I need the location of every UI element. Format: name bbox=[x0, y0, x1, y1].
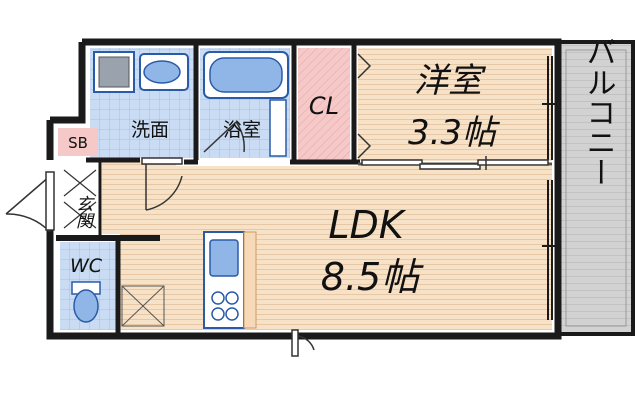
western-room-size: 3.3帖 bbox=[408, 113, 501, 153]
walls bbox=[46, 38, 562, 340]
toilet-icon bbox=[71, 281, 101, 323]
bottom-door-mark bbox=[291, 329, 315, 357]
bathroom-door bbox=[203, 121, 245, 153]
closet-name: CL bbox=[309, 92, 339, 120]
ldk-floor bbox=[120, 166, 552, 330]
balcony-name: バルコニー bbox=[581, 37, 616, 187]
bathtub-icon bbox=[203, 51, 289, 157]
shoe-box-area bbox=[58, 128, 98, 156]
bathroom-name: 浴室 bbox=[223, 119, 261, 141]
toilet-name: WC bbox=[70, 255, 103, 277]
washing-machine-icon bbox=[93, 51, 135, 93]
western-room-name: 洋室 bbox=[414, 61, 487, 101]
hallway-floor bbox=[96, 160, 176, 234]
western-room-sliding-door bbox=[361, 156, 549, 170]
closet-doors bbox=[357, 53, 372, 159]
ldk-size: 8.5帖 bbox=[321, 255, 424, 299]
washroom-door bbox=[141, 157, 183, 211]
balcony-windows bbox=[542, 56, 558, 320]
sink-icon bbox=[209, 239, 239, 277]
entrance-step bbox=[63, 169, 97, 229]
western-room-floor bbox=[358, 48, 552, 161]
ldk-name: LDK bbox=[328, 203, 406, 247]
washroom-name: 洗面 bbox=[131, 119, 169, 141]
entrance-door bbox=[5, 171, 55, 233]
refrigerator-space-icon bbox=[121, 285, 165, 327]
shoe-box-name: SB bbox=[68, 134, 88, 152]
stove-icon bbox=[211, 291, 239, 321]
sink-icon bbox=[139, 53, 189, 91]
closet-floor bbox=[298, 48, 350, 160]
entrance-floor bbox=[58, 160, 102, 234]
entrance-name: 玄関 bbox=[72, 195, 92, 229]
